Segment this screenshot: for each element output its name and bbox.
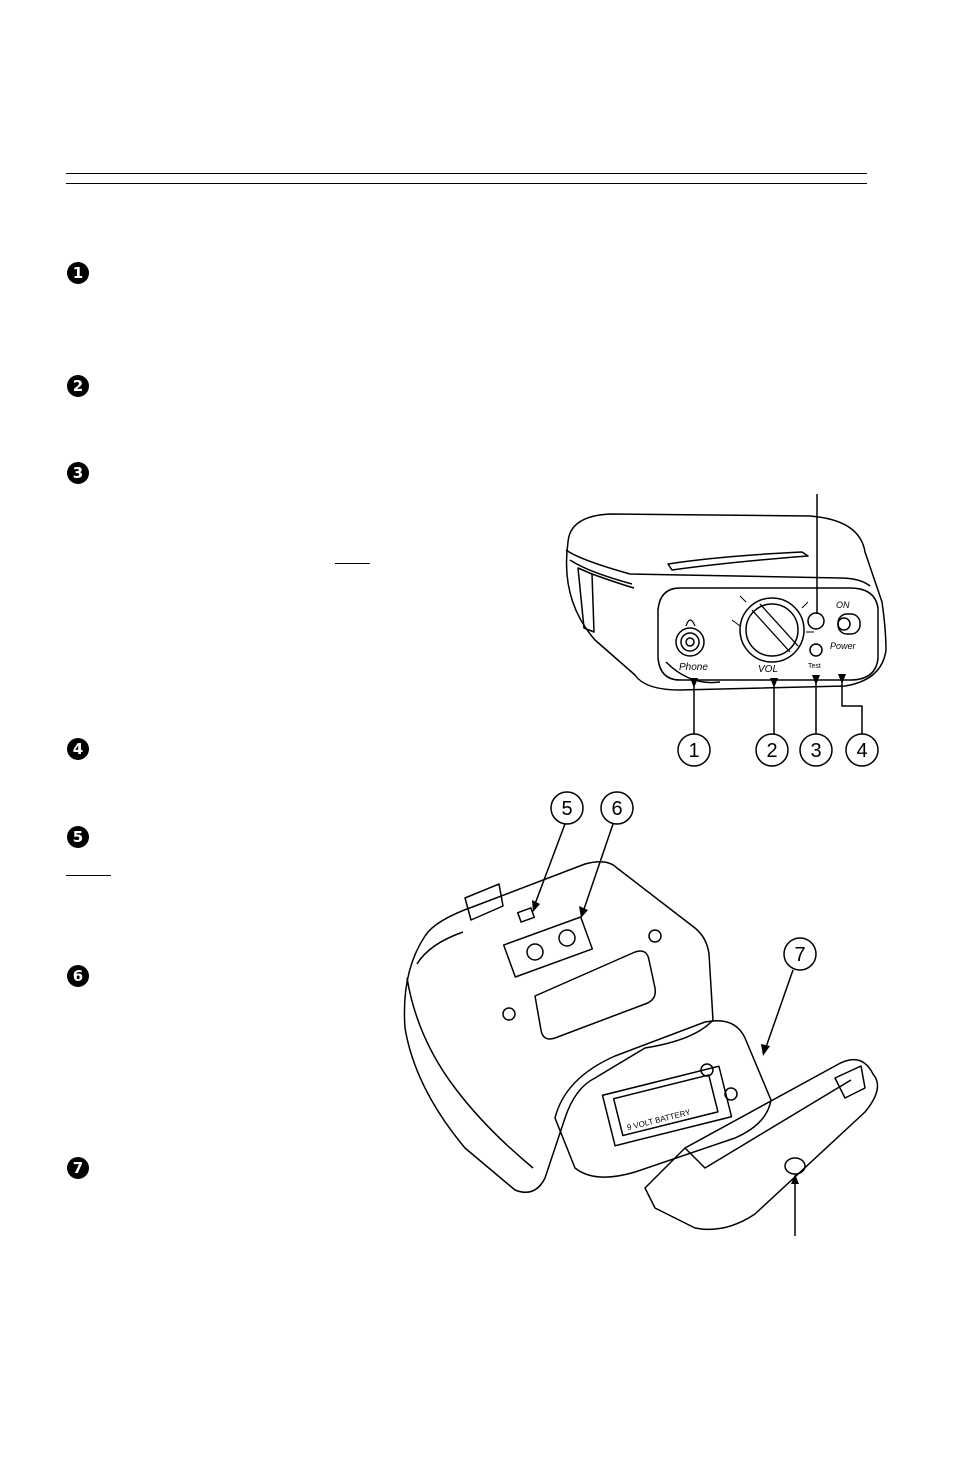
- header-rule-top: [66, 173, 867, 174]
- vol-label: VOL: [758, 664, 778, 675]
- callout-2: 2: [766, 740, 777, 762]
- underline-mark: [66, 875, 111, 876]
- section-bullet-3: 3: [67, 462, 89, 484]
- callout-6: 6: [611, 798, 622, 820]
- callout-3: 3: [810, 740, 821, 762]
- test-label: Test: [808, 663, 821, 670]
- section-bullet-1: 1: [67, 262, 89, 284]
- callout-4: 4: [856, 740, 867, 762]
- header-rule-bottom: [66, 183, 867, 184]
- section-bullet-7: 7: [67, 1157, 89, 1179]
- phone-label: Phone: [679, 662, 708, 673]
- section-bullet-2: 2: [67, 375, 89, 397]
- receiver-front-illustration: Phone VOL Test ON Power 1 2 3 4: [565, 494, 887, 767]
- power-label: Power: [830, 641, 857, 651]
- receiver-battery-illustration: 9 VOLT BATTERY 5 6 7: [403, 791, 879, 1236]
- section-bullet-6: 6: [67, 965, 89, 987]
- underline-mark: [335, 563, 370, 564]
- callout-7: 7: [794, 944, 805, 966]
- callout-5: 5: [561, 798, 572, 820]
- callout-1: 1: [688, 740, 699, 762]
- on-label: ON: [836, 600, 850, 610]
- section-bullet-4: 4: [67, 738, 89, 760]
- section-bullet-5: 5: [67, 826, 89, 848]
